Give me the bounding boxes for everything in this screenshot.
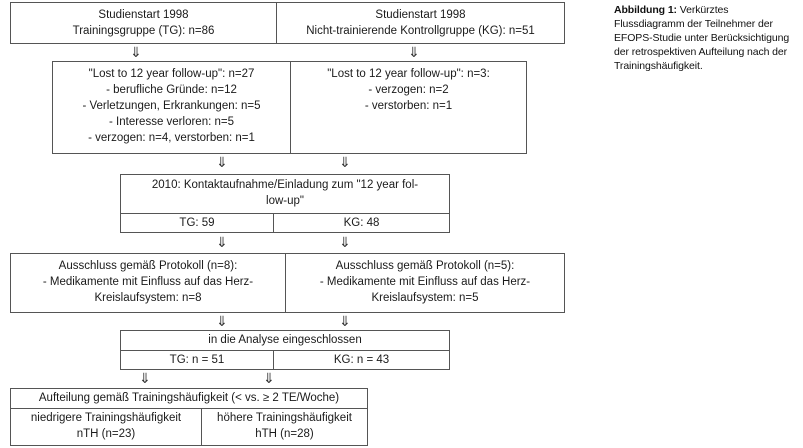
split-low-label: niedrigere Trainingshäufigkeit	[30, 412, 182, 424]
lost-tg-line: - Interesse verloren: n=5	[109, 116, 234, 128]
figure-caption: Abbildung 1: Verkürztes Flussdiagramm de…	[614, 3, 800, 73]
divider	[273, 350, 274, 369]
study-start-kg-count: Nicht-trainierende Kontrollgruppe (KG): …	[306, 25, 535, 37]
study-start-kg-title: Studienstart 1998	[375, 9, 466, 21]
lost-tg-cell: "Lost to 12 year follow-up": n=27 - beru…	[53, 66, 290, 146]
split-low-count: nTH (n=23)	[76, 428, 136, 440]
analysis-box: in die Analyse eingeschlossen TG: n = 51…	[120, 330, 450, 370]
exclusion-tg-line: Kreislaufsystem: n=8	[94, 292, 202, 304]
down-arrow-icon: ⇓	[263, 371, 275, 387]
contact-kg-count: KG: 48	[343, 217, 380, 229]
contact-2010-box: 2010: Kontaktaufnahme/Einladung zum "12 …	[120, 174, 450, 233]
divider	[11, 408, 367, 409]
analysis-title: in die Analyse eingeschlossen	[208, 334, 362, 346]
lost-tg-line: - berufliche Gründe: n=12	[106, 84, 237, 96]
caption-text: Verkürztes Flussdiagramm der Teilnehmer …	[614, 4, 790, 72]
down-arrow-icon: ⇓	[130, 45, 142, 61]
lost-to-followup-box: "Lost to 12 year follow-up": n=27 - beru…	[52, 61, 527, 154]
exclusion-tg-line: - Medikamente mit Einfluss auf das Herz-	[42, 276, 254, 288]
divider	[201, 408, 202, 445]
study-start-tg-count: Trainingsgruppe (TG): n=86	[72, 25, 215, 37]
exclusion-kg-line: - Medikamente mit Einfluss auf das Herz-	[319, 276, 531, 288]
lost-kg-line: - verzogen: n=2	[368, 84, 449, 96]
down-arrow-icon: ⇓	[139, 371, 151, 387]
split-high-cell: höhere Trainingshäufigkeit hTH (n=28)	[202, 410, 367, 442]
exclusion-kg-line: Ausschluss gemäß Protokoll (n=5):	[335, 260, 515, 272]
contact-tg-count: TG: 59	[179, 217, 215, 229]
down-arrow-icon: ⇓	[339, 314, 351, 330]
exclusion-tg-cell: Ausschluss gemäß Protokoll (n=8): - Medi…	[11, 258, 285, 306]
exclusion-kg-line: Kreislaufsystem: n=5	[371, 292, 479, 304]
study-start-box: Studienstart 1998 Trainingsgruppe (TG): …	[10, 2, 565, 44]
exclusion-box: Ausschluss gemäß Protokoll (n=8): - Medi…	[10, 253, 565, 313]
study-start-kg-cell: Studienstart 1998 Nicht-trainierende Kon…	[277, 7, 564, 39]
down-arrow-icon: ⇓	[408, 45, 420, 61]
analysis-tg-count: TG: n = 51	[169, 354, 225, 366]
analysis-kg-count: KG: n = 43	[333, 354, 390, 366]
divider	[285, 254, 286, 312]
lost-tg-line: - verzogen: n=4, verstorben: n=1	[88, 132, 255, 144]
contact-title-line: 2010: Kontaktaufnahme/Einladung zum "12 …	[151, 179, 419, 191]
contact-title-line: low-up"	[266, 195, 304, 207]
down-arrow-icon: ⇓	[339, 235, 351, 251]
study-start-tg-title: Studienstart 1998	[98, 9, 189, 21]
divider	[290, 62, 291, 153]
study-start-tg-cell: Studienstart 1998 Trainingsgruppe (TG): …	[11, 7, 276, 39]
training-frequency-split-box: Aufteilung gemäß Trainingshäufigkeit (< …	[10, 388, 368, 446]
split-title: Aufteilung gemäß Trainingshäufigkeit (< …	[38, 392, 340, 404]
contact-title-cell: 2010: Kontaktaufnahme/Einladung zum "12 …	[121, 177, 449, 209]
down-arrow-icon: ⇓	[216, 155, 228, 171]
split-high-label: höhere Trainingshäufigkeit	[217, 412, 352, 424]
divider	[273, 213, 274, 232]
down-arrow-icon: ⇓	[216, 314, 228, 330]
down-arrow-icon: ⇓	[216, 235, 228, 251]
down-arrow-icon: ⇓	[339, 155, 351, 171]
lost-kg-line: - verstorben: n=1	[364, 100, 453, 112]
lost-kg-line: "Lost to 12 year follow-up": n=3:	[327, 68, 490, 80]
lost-tg-line: "Lost to 12 year follow-up": n=27	[88, 68, 255, 80]
lost-tg-line: - Verletzungen, Erkrankungen: n=5	[82, 100, 261, 112]
exclusion-kg-cell: Ausschluss gemäß Protokoll (n=5): - Medi…	[286, 258, 564, 306]
split-low-cell: niedrigere Trainingshäufigkeit nTH (n=23…	[11, 410, 201, 442]
split-high-count: hTH (n=28)	[255, 428, 314, 440]
lost-kg-cell: "Lost to 12 year follow-up": n=3: - verz…	[291, 66, 526, 114]
divider	[121, 213, 449, 214]
caption-label: Abbildung 1:	[614, 4, 677, 16]
divider	[121, 350, 449, 351]
exclusion-tg-line: Ausschluss gemäß Protokoll (n=8):	[58, 260, 238, 272]
divider	[276, 3, 277, 43]
